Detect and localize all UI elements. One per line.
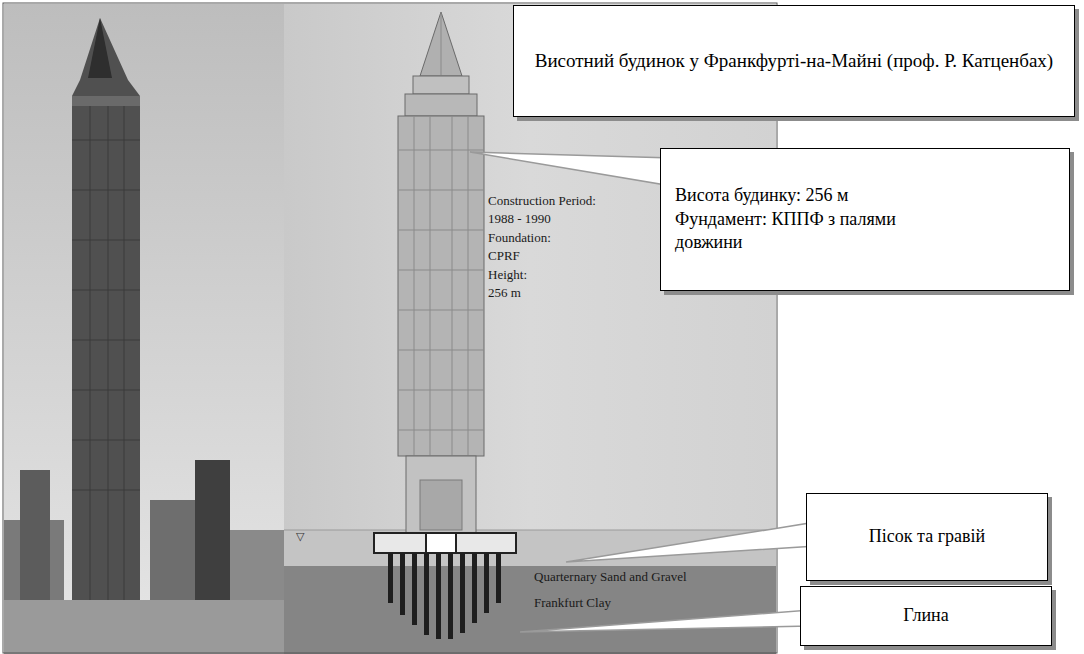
annotation-label: 256 m bbox=[488, 285, 521, 301]
callout-box: Висотний будинок у Франкфурті-на-Майні (… bbox=[513, 5, 1075, 117]
annotation-label: 1988 - 1990 bbox=[488, 211, 551, 227]
callout-text: Висота будинку: 256 м bbox=[675, 184, 848, 207]
tower-photo bbox=[4, 4, 284, 654]
annotation-label: Foundation: bbox=[488, 230, 551, 246]
callout-text: Висотний будинок у Франкфурті-на-Майні (… bbox=[535, 49, 1053, 74]
callout-pointer bbox=[470, 152, 672, 186]
callout-text: Пісок та гравій bbox=[869, 525, 985, 548]
callout-box: Глина bbox=[800, 586, 1052, 646]
annotation-label: Construction Period: bbox=[488, 193, 596, 209]
annotation-label: CPRF bbox=[488, 248, 520, 264]
callout-text: Фундамент: КППФ з палями довжини bbox=[675, 208, 925, 255]
annotation-label: Height: bbox=[488, 267, 527, 283]
soil-label: Quarternary Sand and Gravel bbox=[534, 569, 687, 585]
svg-text:▽: ▽ bbox=[296, 530, 305, 543]
callout-text: Глина bbox=[903, 604, 948, 627]
soil-label: Frankfurt Clay bbox=[534, 595, 611, 611]
callout-box: Висота будинку: 256 мФундамент: КППФ з п… bbox=[660, 148, 1070, 291]
callout-pointer bbox=[520, 610, 810, 632]
callout-box: Пісок та гравій bbox=[806, 493, 1048, 581]
callout-pointer bbox=[566, 522, 816, 562]
